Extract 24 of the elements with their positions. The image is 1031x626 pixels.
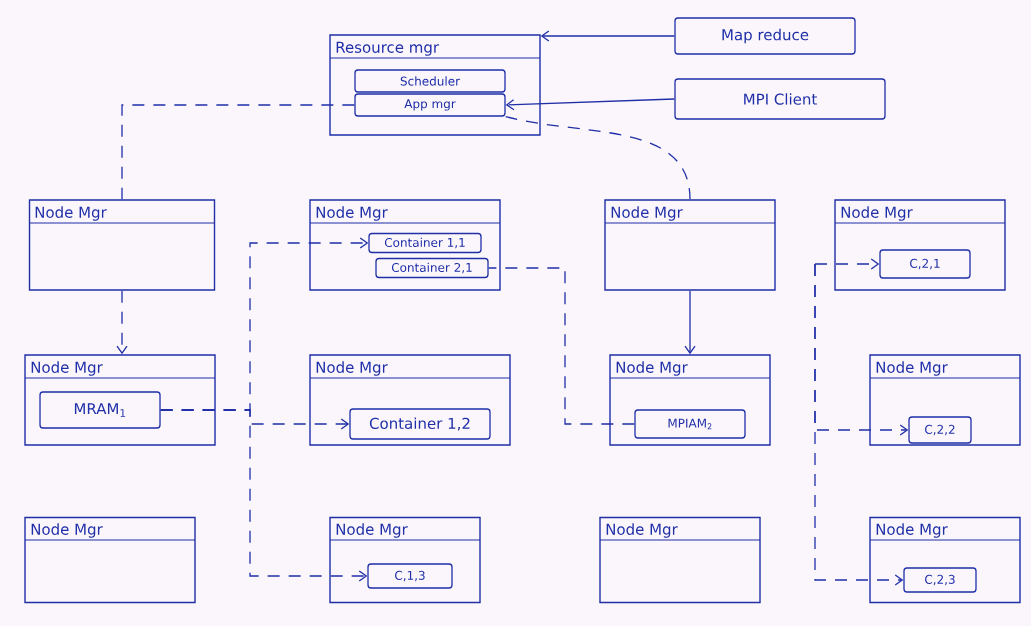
client-box: Map reduce (674, 17, 856, 55)
component-box: Scheduler (354, 69, 506, 93)
arrow (814, 263, 904, 586)
component-box: App mgr (354, 93, 506, 117)
arrow (116, 290, 128, 355)
container-box: Container 1,1 (368, 232, 482, 254)
client-box: MPI Client (674, 78, 886, 120)
container-box: C,2,1 (879, 249, 971, 279)
container-box: C,2,3 (903, 567, 977, 593)
container-box: MRAM$_{1}$ (39, 391, 161, 429)
container-box: Container 2,1 (375, 257, 489, 279)
container-box: C,1,3 (367, 563, 453, 589)
container-box: Container 1,2 (349, 408, 491, 440)
arrow (505, 98, 675, 111)
container-box: C,2,2 (908, 416, 972, 444)
node-box: Node Mgr (599, 516, 761, 604)
node-box: Node Mgr (28, 199, 216, 291)
container-box: MPIAM$_{2}$ (634, 409, 746, 439)
arrow (814, 258, 880, 270)
node-box: Node Mgr (604, 199, 776, 291)
arrow (160, 409, 368, 582)
node-box: Node Mgr (24, 516, 196, 604)
arrow (684, 290, 696, 355)
arrow (540, 30, 675, 42)
